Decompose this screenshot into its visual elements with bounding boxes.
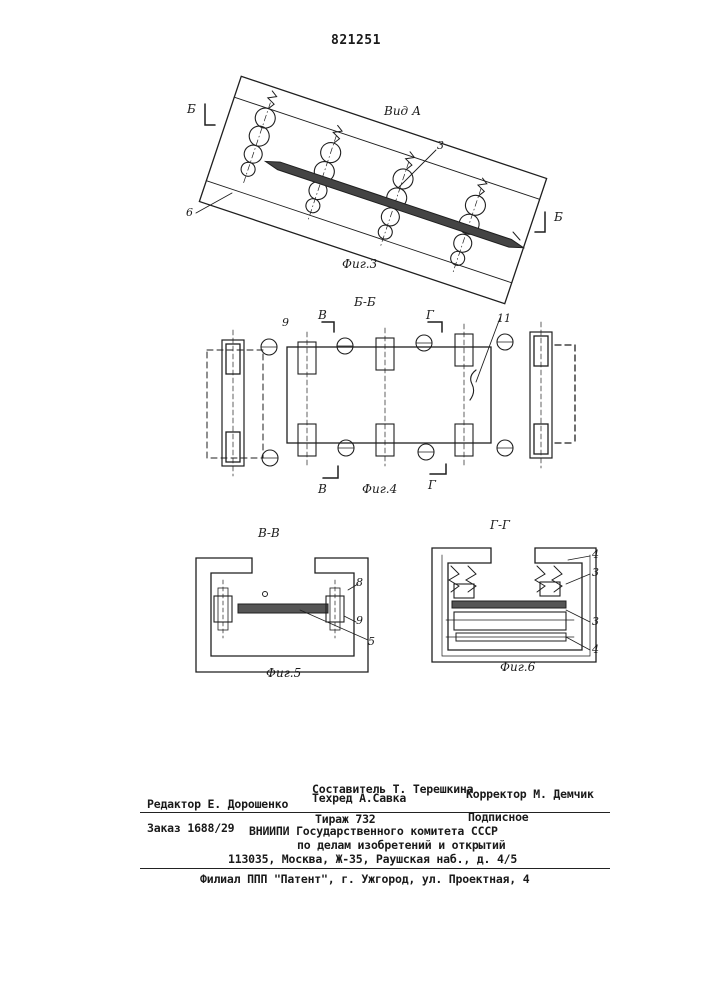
fig5-label-5: 5 bbox=[368, 635, 375, 648]
fig6-caption: Фиг.6 bbox=[500, 660, 535, 674]
figure-5-section-vv bbox=[196, 558, 368, 672]
fig4-label-9: 9 bbox=[282, 316, 289, 329]
figure-6-section-gg bbox=[432, 548, 596, 662]
colophon-techred: Техред А.Савка bbox=[312, 791, 406, 805]
colophon-corrector: Корректор М. Демчик bbox=[466, 787, 594, 801]
figure-4-section-bb bbox=[207, 318, 575, 478]
fig3-section-mark-left: Б bbox=[187, 102, 196, 116]
fig3-title: Вид А bbox=[384, 104, 421, 118]
fig4-title: Б-Б bbox=[354, 295, 376, 309]
fig4-caption: Фиг.4 bbox=[362, 482, 397, 496]
fig3-section-mark-right: Б bbox=[554, 210, 563, 224]
fig3-label-3: 3 bbox=[437, 139, 444, 152]
colophon-order: Заказ 1688/29 bbox=[147, 821, 234, 835]
colophon-branch: Филиал ППП "Патент", г. Ужгород, ул. Про… bbox=[200, 872, 529, 886]
fig6-title: Г-Г bbox=[490, 518, 510, 532]
colophon-address: 113035, Москва, Ж-35, Раушская наб., д. … bbox=[228, 852, 517, 866]
fig3-caption: Фиг.3 bbox=[342, 257, 377, 271]
fig5-label-9: 9 bbox=[356, 614, 363, 627]
fig5-caption: Фиг.5 bbox=[266, 666, 301, 680]
colophon-rule-bottom bbox=[140, 868, 610, 869]
fig4-mark-v-top: В bbox=[318, 308, 327, 322]
fig5-title: В-В bbox=[258, 526, 280, 540]
colophon-editor: Редактор Е. Дорошенко bbox=[147, 797, 288, 811]
fig4-mark-g-bottom: Г bbox=[428, 478, 436, 492]
fig3-label-6: 6 bbox=[186, 206, 193, 219]
fig6-label-4-bottom: 4 bbox=[592, 643, 599, 656]
colophon-subscription: Подписное bbox=[468, 810, 529, 824]
patent-drawings bbox=[0, 0, 707, 790]
colophon-org-line1: ВНИИПИ Государственного комитета СССР bbox=[249, 824, 498, 838]
fig6-label-3-top: 3 bbox=[592, 566, 599, 579]
fig5-label-8: 8 bbox=[356, 576, 363, 589]
fig4-mark-g-top: Г bbox=[426, 308, 434, 322]
fig6-label-3-mid: 3 bbox=[592, 615, 599, 628]
colophon-org-line2: по делам изобретений и открытий bbox=[297, 838, 505, 852]
fig6-label-4-top: 4 bbox=[592, 548, 599, 561]
fig4-mark-v-bottom: В bbox=[318, 482, 327, 496]
fig4-label-11: 11 bbox=[497, 312, 511, 325]
